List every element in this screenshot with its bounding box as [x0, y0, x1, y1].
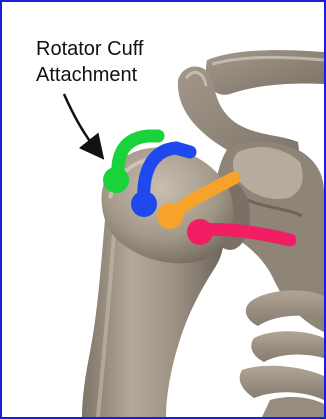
pink-tendon-anchor [187, 219, 213, 245]
orange-tendon-anchor [157, 203, 183, 229]
pointer-arrow-icon [64, 94, 98, 152]
label-line-2: Attachment [36, 62, 143, 88]
rotator-cuff-label: Rotator Cuff Attachment [36, 36, 143, 88]
green-tendon-anchor [103, 167, 129, 193]
rib-middle [251, 331, 324, 362]
rib-lower [240, 366, 324, 400]
label-line-1: Rotator Cuff [36, 36, 143, 62]
blue-tendon-anchor [131, 191, 157, 217]
